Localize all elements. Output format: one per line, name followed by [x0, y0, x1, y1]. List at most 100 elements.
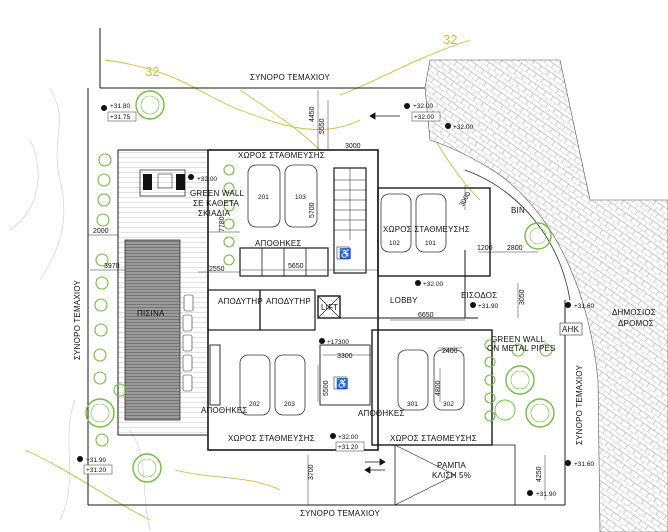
- pool-area: [117, 149, 209, 436]
- green-wall-right-line2: ON METAL PIPES: [487, 344, 556, 353]
- space-103: 103: [295, 194, 306, 201]
- room-changing-right: ΑΠΟΔΥΤΗΡ: [266, 297, 311, 306]
- svg-text:1200: 1200: [477, 245, 493, 252]
- svg-text:+31.90: +31.90: [536, 491, 556, 498]
- public-street-paving: [424, 59, 668, 532]
- ramp-slope: ΚΛΙΣΗ 5%: [432, 471, 471, 480]
- parking-space-numbers: 201 103 102 101 202 203 301 302: [249, 194, 454, 408]
- room-labels: ΧΩΡΟΣ ΣΤΑΘΜΕΥΣΗΣ ΧΩΡΟΣ ΣΤΑΘΜΕΥΣΗΣ ΧΩΡΟΣ …: [137, 151, 583, 480]
- space-202: 202: [249, 401, 260, 408]
- level-marker: +31.90: [527, 490, 556, 498]
- level-marker: +31.20: [83, 464, 113, 475]
- level-markers: +31.80 +31.75 +32.00 +32.00 +32.00 +32.0…: [77, 103, 594, 498]
- svg-text:+31.60: +31.60: [574, 303, 594, 310]
- parked-cars: [239, 164, 465, 416]
- svg-text:2550: 2550: [209, 266, 225, 273]
- street-curb: [464, 169, 571, 301]
- svg-text:3700: 3700: [308, 464, 315, 480]
- space-201: 201: [258, 194, 269, 201]
- trees: [85, 90, 555, 483]
- svg-text:4450: 4450: [309, 106, 316, 122]
- svg-text:2800: 2800: [507, 245, 523, 252]
- svg-text:+31.60: +31.60: [574, 461, 594, 468]
- svg-text:2000: 2000: [93, 228, 109, 235]
- level-marker: +32.00: [330, 433, 358, 441]
- svg-text:5550: 5550: [319, 118, 326, 134]
- level-marker: +31.80: [101, 103, 130, 111]
- ramp: [394, 444, 516, 506]
- green-wall-labels: GREEN WALL ΣΕ ΚΑΘΕΤΑ ΣΚΙΑΔΙΑ GREEN WALL …: [190, 189, 556, 353]
- street-label: ΔΗΜΟΣΙΟΣ ΔΡΟΜΟΣ: [612, 308, 656, 328]
- svg-text:+32.00: +32.00: [453, 124, 473, 131]
- svg-text:3000: 3000: [459, 191, 473, 208]
- svg-text:+32.00: +32.00: [197, 176, 217, 183]
- level-marker: +17300: [319, 338, 349, 346]
- level-marker: +32.00: [445, 123, 473, 131]
- room-parking-top-right: ΧΩΡΟΣ ΣΤΑΘΜΕΥΣΗΣ: [383, 225, 470, 234]
- level-marker: +31.60: [565, 460, 594, 468]
- svg-text:3300: 3300: [337, 353, 353, 360]
- boundary-label-right: ΣΥΝΟΡΟ ΤΕΜΑΧΙΟΥ: [575, 365, 584, 445]
- room-parking-bottom-right: ΧΩΡΟΣ ΣΤΑΘΜΕΥΣΗΣ: [390, 434, 477, 443]
- svg-text:5650: 5650: [288, 263, 304, 270]
- shrubs: [93, 153, 553, 447]
- boundary-labels: ΣΥΝΟΡΟ ΤΕΜΑΧΙΟΥ ΣΥΝΟΡΟ ΤΕΜΑΧΙΟΥ ΣΥΝΟΡΟ Τ…: [73, 73, 584, 518]
- ramp-label: ΡΑΜΠΑ: [437, 461, 466, 470]
- svg-text:♿: ♿: [339, 247, 351, 260]
- room-storage-top: ΑΠΟΘΗΚΕΣ: [255, 239, 302, 248]
- svg-text:+31.80: +31.80: [110, 103, 130, 110]
- accessible-parking-icons: ♿ ♿: [333, 246, 351, 390]
- svg-text:7780: 7780: [219, 216, 226, 232]
- boundary-label-left: ΣΥΝΟΡΟ ΤΕΜΑΧΙΟΥ: [73, 280, 82, 360]
- room-meter: ΑΗΚ: [562, 325, 580, 334]
- svg-text:3970: 3970: [104, 263, 120, 270]
- room-bin: BIN: [511, 206, 525, 215]
- green-wall-left-line1: GREEN WALL: [190, 189, 245, 198]
- svg-text:+32.00: +32.00: [414, 114, 434, 121]
- svg-text:4250: 4250: [536, 466, 543, 482]
- svg-text:+32.00: +32.00: [338, 434, 358, 441]
- svg-text:+31.20: +31.20: [86, 467, 106, 474]
- contour-label-left: 32: [145, 64, 159, 79]
- level-marker: +31.60: [565, 302, 594, 310]
- space-203: 203: [284, 401, 295, 408]
- room-lobby: LOBBY: [390, 296, 418, 305]
- room-storage-bottom-left: ΑΠΟΘΗΚΕΣ: [201, 406, 248, 415]
- street-label-line1: ΔΗΜΟΣΙΟΣ: [612, 308, 656, 317]
- room-storage-bottom-mid: ΑΠΟΘΗΚΕΣ: [358, 409, 405, 418]
- level-marker: +31.75: [107, 111, 137, 122]
- room-lift: LIFT: [321, 303, 338, 312]
- level-marker: +32.00: [404, 103, 433, 110]
- building-walls: [207, 149, 493, 451]
- svg-text:+31.90: +31.90: [478, 303, 498, 310]
- wheelchair-icon: [333, 376, 347, 390]
- svg-text:4800: 4800: [435, 380, 442, 396]
- boundary-label-bottom: ΣΥΝΟΡΟ ΤΕΜΑΧΙΟΥ: [300, 509, 380, 518]
- green-wall-left-line3: ΣΚΙΑΔΙΑ: [198, 209, 231, 218]
- room-parking-top: ΧΩΡΟΣ ΣΤΑΘΜΕΥΣΗΣ: [238, 151, 325, 160]
- svg-text:5500: 5500: [323, 380, 330, 396]
- dimension-lines: [88, 90, 546, 505]
- space-301: 301: [407, 401, 418, 408]
- contour-label-right: 32: [443, 32, 457, 47]
- level-marker: +32.00: [415, 280, 443, 288]
- svg-text:3050: 3050: [519, 289, 526, 305]
- room-parking-bottom-left: ΧΩΡΟΣ ΣΤΑΘΜΕΥΣΗΣ: [228, 434, 315, 443]
- level-marker: +31.20: [335, 441, 365, 452]
- level-marker: +31.90: [77, 456, 106, 464]
- level-marker: +32.00: [188, 174, 217, 183]
- street-label-line2: ΔΡΟΜΟΣ: [618, 319, 654, 328]
- terrain-contours: 32 32: [9, 32, 481, 531]
- svg-text:3000: 3000: [345, 143, 361, 150]
- svg-text:2400: 2400: [442, 348, 458, 355]
- space-101: 101: [425, 240, 436, 247]
- green-wall-right-line1: GREEN WALL: [491, 335, 546, 344]
- svg-text:5700: 5700: [309, 202, 316, 218]
- space-302: 302: [443, 401, 454, 408]
- wheelchair-icon: [336, 246, 350, 260]
- room-entrance: ΕΙΣΟΔΟΣ: [461, 291, 497, 300]
- boundary-label-top: ΣΥΝΟΡΟ ΤΕΜΑΧΙΟΥ: [250, 73, 330, 82]
- space-102: 102: [389, 240, 400, 247]
- level-marker: +32.00: [411, 111, 441, 122]
- room-changing-left: ΑΠΟΔΥΤΗΡ: [218, 297, 263, 306]
